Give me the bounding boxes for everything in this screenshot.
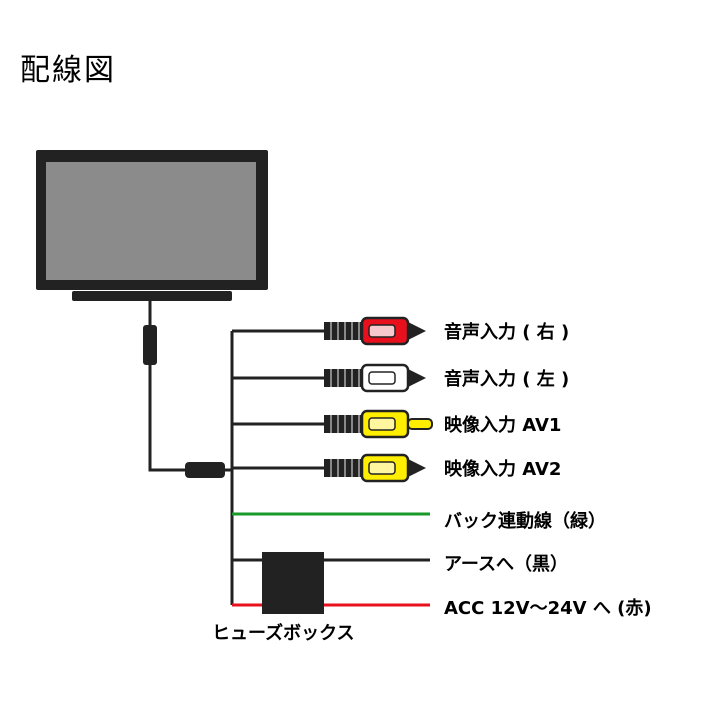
connector-label-audio-right: 音声入力 ( 右 ) [444, 321, 569, 343]
connector-label-audio-left: 音声入力 ( 左 ) [444, 368, 569, 390]
rca-plug-red [324, 316, 426, 346]
wire-label-red: ACC 12V～24V へ (赤) [444, 598, 652, 619]
connector-label-av2: 映像入力 AV2 [444, 458, 561, 480]
connector-label-av1: 映像入力 AV1 [444, 414, 561, 436]
rca-plug-white [324, 363, 426, 393]
fuse-box [262, 552, 324, 614]
monitor-screen [46, 162, 256, 280]
cable-junction [185, 462, 225, 478]
monitor-stand [72, 291, 232, 301]
monitor [36, 150, 268, 301]
fuse-box-label: ヒューズボックス [212, 622, 355, 644]
wire-label-green: バック連動線（緑） [444, 510, 606, 532]
rca-plug-yellow-av2 [324, 453, 426, 483]
wire-label-black: アースへ（黒） [444, 554, 568, 575]
cable-ferrite [143, 325, 157, 365]
rca-plug-yellow-av1 [324, 409, 433, 439]
page-title: 配線図 [20, 53, 116, 88]
